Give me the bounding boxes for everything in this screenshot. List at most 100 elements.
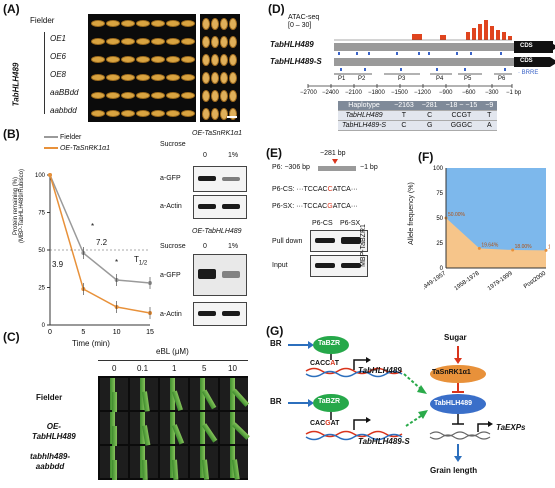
bar-chart: 50.00%19.64%18.00%17.66%02550751001949-1… — [424, 166, 550, 292]
blade — [172, 459, 179, 480]
seed — [121, 38, 135, 45]
seed — [181, 38, 195, 45]
seed — [136, 110, 150, 117]
tick: −300 — [485, 90, 499, 96]
seed — [181, 92, 195, 99]
end-label: −1 bp — [360, 164, 378, 171]
row-pulldown: Pull down — [272, 238, 303, 245]
seed — [121, 56, 135, 63]
panel-label-b: (B) — [3, 127, 20, 141]
seed — [121, 110, 135, 117]
blot2-gfp — [193, 254, 247, 296]
y-axis-label: Protein remaining (%)(MBP-TabHLH489/Rubi… — [13, 168, 25, 244]
row-input: Input — [272, 262, 288, 269]
lamina-joint — [100, 446, 128, 480]
lamina-joint — [100, 378, 128, 412]
blot2-s1: 1% — [228, 243, 239, 250]
seed — [106, 20, 120, 27]
seed — [106, 92, 120, 99]
series-line — [49, 174, 151, 314]
br-label: BR — [270, 339, 282, 348]
seed — [136, 92, 150, 99]
panel-label-e: (E) — [266, 146, 282, 160]
seed — [151, 56, 165, 63]
p-label: P6 — [498, 76, 506, 82]
x-tick-label: 5 — [81, 329, 85, 336]
stem — [230, 412, 235, 444]
blot2-row1: a-GFP — [160, 272, 181, 279]
seed — [91, 92, 105, 99]
blot1-row1: a-GFP — [160, 175, 181, 182]
star: * — [115, 258, 119, 267]
tick: −1800 — [368, 90, 385, 96]
seed — [106, 74, 120, 81]
seed — [136, 56, 150, 63]
lamina-joint — [160, 412, 188, 445]
y-tick-label: 0 — [42, 323, 46, 329]
exps-label: TaEXPs — [496, 423, 526, 432]
seed — [202, 18, 210, 30]
tick: −2100 — [345, 90, 362, 96]
col2: P6-SX — [340, 220, 361, 227]
legend-oe: OE-TaSnRK1α1 — [44, 145, 110, 152]
y-tick-label: 50 — [436, 216, 443, 222]
seed — [166, 38, 180, 45]
seed — [202, 36, 210, 48]
y-tick-label: 50 — [38, 248, 45, 254]
seed — [211, 72, 219, 84]
bracket-line — [44, 32, 45, 114]
p-label: P1 — [338, 76, 346, 82]
seed — [166, 20, 180, 27]
row-label: Fielder — [30, 16, 55, 25]
x-tick-label: 15 — [146, 329, 154, 336]
x-tick-label: Post2000 — [523, 270, 548, 290]
cds-label-2: CDS — [520, 58, 533, 64]
gene1-label: TabHLH489 — [270, 40, 314, 49]
x-tick-label: 1979-1999 — [487, 270, 514, 292]
seed — [229, 72, 237, 84]
blot2-actin — [193, 302, 247, 326]
p-label: P5 — [464, 76, 472, 82]
x-tick-label: 0 — [48, 329, 52, 336]
blot1-gfp — [193, 166, 247, 192]
row-mutant: tabhlh489-aabbdd — [30, 452, 71, 471]
data-point — [544, 248, 548, 252]
seed — [211, 54, 219, 66]
x-axis-label: Time (min) — [72, 339, 110, 348]
track-label: ATAC-seq[0 – 30] — [288, 14, 320, 29]
seed — [181, 110, 195, 117]
blot1-row2: a-Actin — [160, 203, 182, 210]
cds-label: CDS — [520, 43, 533, 49]
blot1-actin — [193, 195, 247, 219]
panel-label-c: (C) — [3, 330, 20, 344]
tick: −1500 — [391, 90, 408, 96]
ebl-title: eBL (μM) — [156, 347, 189, 356]
allele-area — [446, 218, 546, 268]
gene2-label: TabHLH489-S — [270, 57, 322, 66]
seed — [136, 38, 150, 45]
seed — [121, 20, 135, 27]
tick: −900 — [439, 90, 453, 96]
x-tick-label: 1958-1978 — [454, 270, 481, 292]
row-label: aaBBdd — [50, 88, 79, 97]
lamina-joint — [130, 378, 158, 412]
seed — [220, 72, 228, 84]
motif-cacc: CACCAT — [310, 360, 340, 367]
seed — [220, 54, 228, 66]
seq-sx: P6-SX: ···TCCACGATCA··· — [272, 203, 358, 210]
seed — [202, 108, 210, 120]
blade — [112, 426, 117, 446]
legend-fielder: Fielder — [44, 134, 81, 141]
motif-cacg: CACGAT — [310, 420, 340, 427]
data-point — [511, 248, 515, 252]
y-tick-label: 25 — [436, 241, 443, 247]
pos-marker — [332, 159, 338, 164]
gene-label-2: TabHLH489-S — [358, 437, 410, 446]
row-label: OE1 — [50, 34, 67, 43]
p-label: P4 — [436, 76, 444, 82]
row-label: OE6 — [50, 52, 67, 61]
model-diagram — [288, 336, 493, 462]
seed-photo-right — [200, 14, 240, 122]
lamina-joint — [220, 446, 248, 480]
y-tick-label: 100 — [433, 166, 444, 172]
